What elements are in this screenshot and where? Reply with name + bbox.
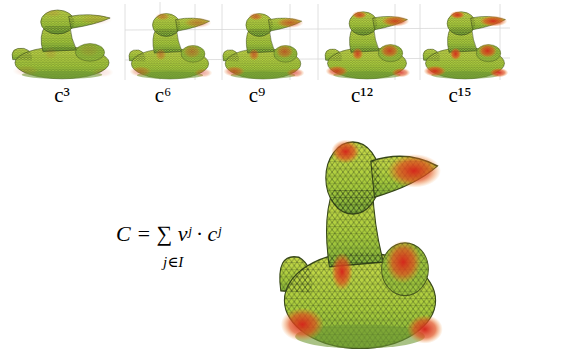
duck-c6 xyxy=(129,13,212,79)
duck-c3 xyxy=(12,9,113,79)
duck-c9 xyxy=(223,13,305,79)
coefficient-label: c⁹ xyxy=(249,84,266,107)
duck-combined xyxy=(280,140,443,349)
plot-grid xyxy=(125,2,510,80)
coefficient-label: c³ xyxy=(54,84,70,107)
formula-label: C = ∑ vʲ · cʲ xyxy=(116,222,221,246)
sum-index-label: j∈I xyxy=(163,254,183,271)
coefficient-label: c⁶ xyxy=(155,84,172,107)
coefficient-label: c¹² xyxy=(351,84,373,107)
duck-c15 xyxy=(423,11,508,79)
duck-c12 xyxy=(325,11,410,79)
coefficient-label: c¹⁵ xyxy=(449,84,472,107)
